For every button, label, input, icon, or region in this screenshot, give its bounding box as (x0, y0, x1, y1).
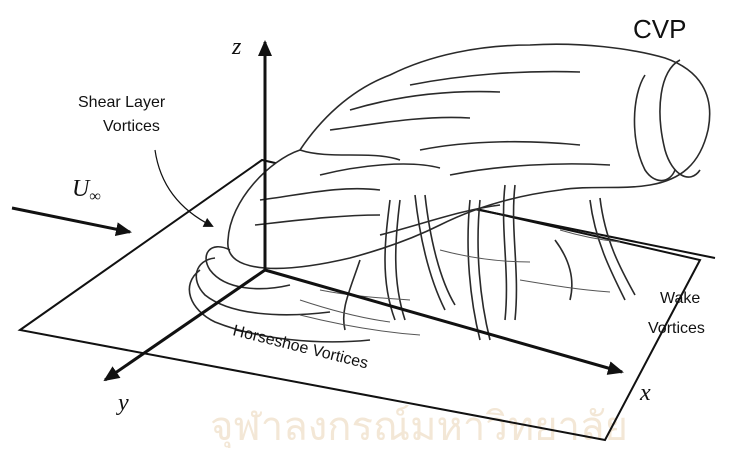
cvp-label: CVP (633, 14, 686, 44)
freestream-subscript: ∞ (89, 188, 100, 205)
wake-label-line1: Wake (660, 290, 700, 307)
x-axis-label: x (639, 380, 651, 406)
freestream-label: U∞ (72, 176, 101, 205)
cvp-vortex-body (189, 44, 709, 342)
horseshoe-label: Horseshoe Vortices (231, 322, 370, 372)
watermark-text: จุฬาลงกรณ์มหาวิทยาลัย (210, 404, 628, 448)
shear-layer-label-line1: Shear Layer (78, 94, 166, 111)
shear-layer-label-line2: Vortices (103, 118, 160, 135)
wake-label-line2: Vortices (648, 320, 705, 337)
z-axis-label: z (231, 34, 242, 60)
freestream-arrow (12, 208, 130, 232)
freestream-symbol: U (72, 176, 91, 202)
y-axis-label: y (116, 390, 129, 416)
